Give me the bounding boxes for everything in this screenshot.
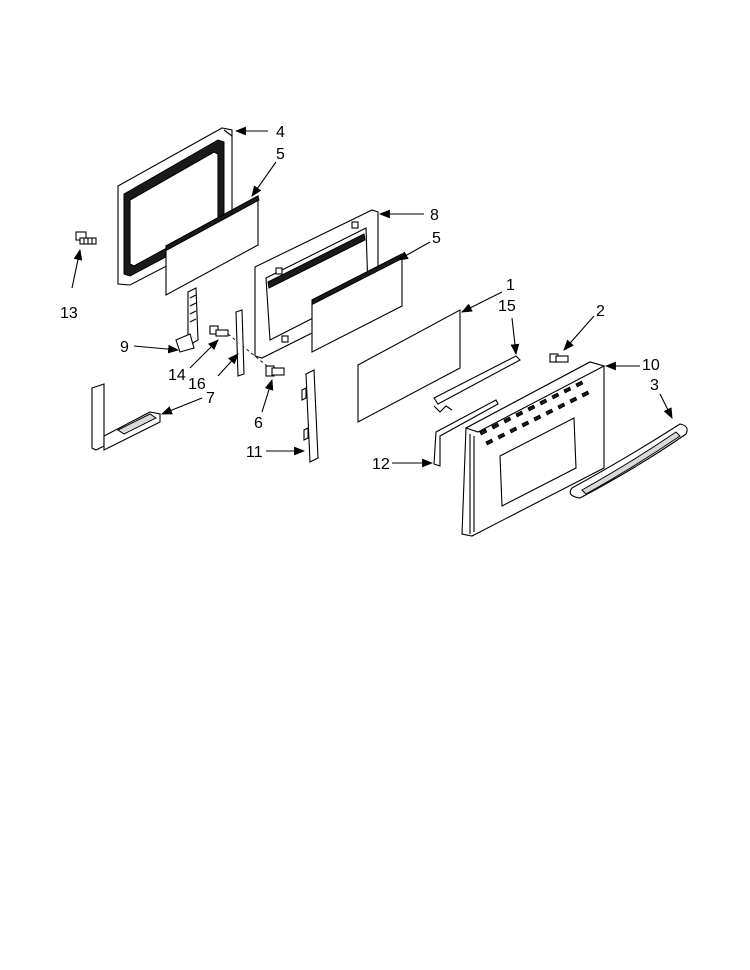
side-trim [301,369,319,463]
callout-5-lower: 5 [432,230,441,247]
callout-15: 15 [498,298,516,315]
middle-glass-panel [311,253,404,353]
door-hinge [175,287,199,353]
callout-5-upper: 5 [276,146,285,163]
callout-9: 9 [120,339,129,356]
outer-door-panel [461,361,606,537]
handle-screw [549,353,569,363]
inner-glass-panel [165,195,260,296]
screw-6 [265,365,285,377]
door-gasket [433,399,499,467]
glass-retainer-frame [254,209,379,359]
callout-6: 6 [254,415,263,432]
callout-11: 11 [246,444,263,461]
callout-14: 14 [168,367,186,384]
screw-13 [75,231,97,245]
callout-13: 13 [60,305,78,322]
callout-4: 4 [276,124,285,141]
callout-numbers: 4 5 8 5 1 15 2 10 3 13 9 14 16 7 6 11 12 [60,124,660,473]
callout-10: 10 [642,357,660,374]
callout-2: 2 [596,303,605,320]
hinge-bracket [235,309,245,377]
outer-glass-panel [357,309,461,423]
callout-16: 16 [188,376,206,393]
callout-12: 12 [372,456,390,473]
vent-strip [433,355,521,413]
callout-3: 3 [650,377,659,394]
door-handle [569,423,688,499]
callout-1: 1 [506,277,515,294]
callout-8: 8 [430,207,439,224]
door-trim-corner [91,383,161,451]
leader-lines [71,126,673,468]
vent-slots [479,380,590,446]
callout-7: 7 [206,390,215,407]
hinge-screw [209,325,273,371]
